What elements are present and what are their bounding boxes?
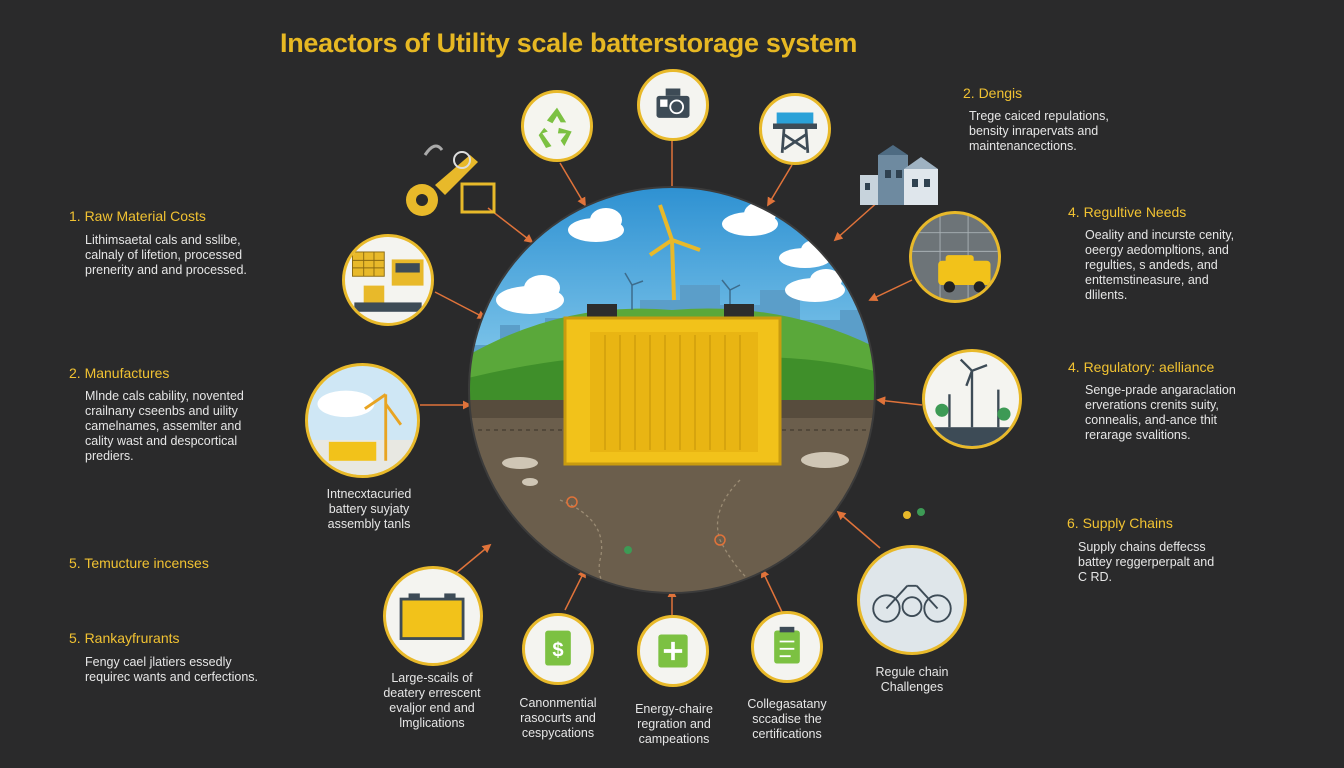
plus-icon <box>658 634 688 668</box>
heading-regulatory: 4. Regulatory: aelliance <box>1068 359 1215 375</box>
arrow-cert <box>761 568 783 613</box>
certificate-icon <box>774 626 800 664</box>
battery-container <box>563 304 782 466</box>
heading-temucture: 5. Temucture incenses <box>69 555 209 571</box>
svg-text:$: $ <box>552 639 563 661</box>
wind-turbines-icon <box>925 358 1019 446</box>
heading-dengis: 2. Dengis <box>963 85 1023 101</box>
recycle-node <box>521 90 593 162</box>
vehicle-icon <box>912 214 998 300</box>
heading-supply-chains: 6. Supply Chains <box>1067 515 1173 531</box>
wind-turbine-icon <box>648 204 701 301</box>
arrow-tower <box>767 164 793 207</box>
crane-icon <box>308 390 417 475</box>
arrow-recycle <box>559 162 586 207</box>
battery-icon <box>399 593 465 640</box>
supply-chain-node <box>857 545 967 655</box>
text-regultive-needs: Oeality and incurste cenity,oeergy aedom… <box>1085 228 1235 302</box>
heading-regultive-needs: 4. Regultive Needs <box>1068 204 1187 220</box>
water-tower-node <box>759 93 831 165</box>
heading-raw-material: 1. Raw Material Costs <box>69 208 206 224</box>
solar-truck-icon <box>352 251 424 312</box>
arrow-dollar <box>564 568 586 611</box>
text-raw-material: Lithimsaetal cals and sslibe,calnaly of … <box>85 233 247 277</box>
plus-node <box>637 615 709 687</box>
crane-node <box>305 363 420 478</box>
device-icon <box>656 88 690 118</box>
certification-node <box>751 611 823 683</box>
vehicle-node <box>909 211 1001 303</box>
recycle-icon <box>538 107 572 148</box>
arrow-supply <box>836 510 881 549</box>
text-dengis: Trege caiced repulations,bensity inraper… <box>969 109 1109 153</box>
wind-node <box>922 349 1022 449</box>
raw-material-node <box>342 234 434 326</box>
battery-node <box>383 566 483 666</box>
heading-manufactures: 2. Manufactures <box>69 365 170 381</box>
arrow-rawmat <box>434 291 487 319</box>
bicycle-icon <box>872 584 952 623</box>
city-icon <box>860 145 938 205</box>
arrow-wind <box>876 396 923 406</box>
dollar-icon: $ <box>545 630 571 666</box>
excavator-icon <box>406 144 496 216</box>
arrow-excavator <box>487 207 534 244</box>
device-node <box>637 69 709 141</box>
water-tower-icon <box>773 112 817 153</box>
page-title: Ineactors of Utility scale batterstorage… <box>280 28 858 58</box>
dollar-node: $ <box>522 613 594 685</box>
arrow-city <box>833 199 881 242</box>
heading-rankayfrurants: 5. Rankayfrurants <box>69 630 180 646</box>
arrow-vehicle <box>868 279 913 301</box>
